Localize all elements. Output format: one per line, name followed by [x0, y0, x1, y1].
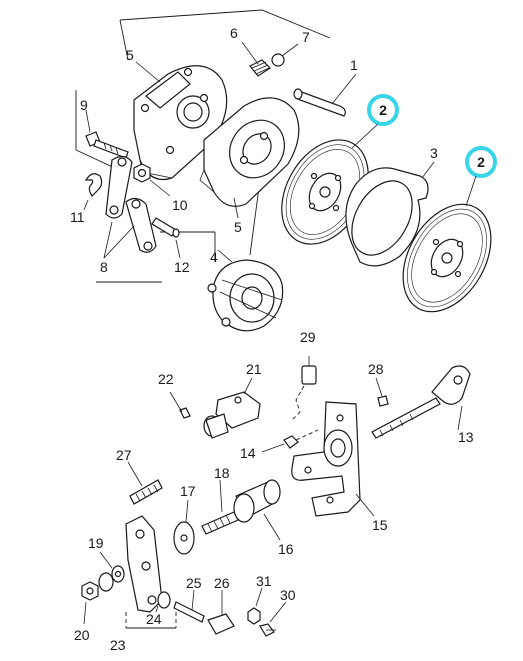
bolt-part-28: [375, 377, 389, 407]
caliper-half-rear: [133, 65, 228, 181]
callout-24: 24: [146, 611, 162, 627]
callout-21: 21: [246, 361, 262, 377]
callout-15: 15: [372, 517, 388, 533]
friction-disc-right: [402, 203, 492, 313]
callout-20: 20: [74, 627, 90, 643]
callout-12: 12: [174, 259, 190, 275]
callout-3: 3: [430, 145, 438, 161]
spring-part-27: [127, 461, 163, 505]
callout-9: 9: [80, 97, 88, 113]
nut-washer-19-20: [81, 551, 125, 625]
lever-part: [125, 515, 177, 629]
callout-25: 25: [186, 575, 202, 591]
caliper-assembly: [207, 249, 284, 332]
bolt-part-22: [169, 391, 191, 419]
bracket-part: [291, 401, 375, 517]
callout-30: 30: [280, 587, 296, 603]
callout-10: 10: [172, 197, 188, 213]
callout-2-left: 2: [379, 102, 387, 118]
cotter-pin: [83, 173, 103, 211]
callout-1: 1: [350, 57, 358, 73]
callout-6: 6: [230, 25, 238, 41]
bolt-part: [85, 109, 129, 159]
push-rod: [371, 365, 471, 439]
callout-18: 18: [214, 465, 230, 481]
caliper-half-front: [199, 97, 300, 207]
pin-part-12: [151, 217, 181, 259]
plate-part-26: [207, 590, 235, 635]
sensor-part-29: [291, 356, 317, 421]
callout-2-highlight-left: 2: [351, 94, 399, 149]
backing-plate: [345, 167, 429, 267]
callout-29: 29: [300, 329, 316, 345]
callout-23: 23: [110, 637, 126, 653]
callout-28: 28: [368, 361, 384, 377]
callout-2-right: 2: [477, 154, 485, 170]
callout-17: 17: [180, 483, 196, 499]
callout-19: 19: [88, 535, 104, 551]
callout-14: 14: [240, 445, 256, 461]
callout-4: 4: [210, 249, 218, 265]
cylinder-body: [203, 377, 261, 439]
spring-part-18: [201, 479, 239, 535]
callout-7: 7: [302, 29, 310, 45]
callout-5-top: 5: [126, 47, 134, 63]
link-arms: [103, 155, 157, 259]
pin-part-25: [173, 589, 205, 623]
piston-part: [233, 479, 281, 541]
nut-bolt-30-31: [247, 587, 287, 637]
callout-16: 16: [278, 541, 294, 557]
pin-part: [293, 73, 357, 117]
bolt-part-14: [261, 429, 319, 453]
callout-8: 8: [100, 259, 108, 275]
nut-part-10: [133, 163, 171, 197]
callout-2-highlight-right: 2: [465, 146, 497, 207]
callout-13: 13: [458, 429, 474, 445]
callout-22: 22: [158, 371, 174, 387]
washer-disc-17: [173, 499, 195, 555]
spring-and-ball: [241, 41, 299, 77]
callout-11: 11: [70, 209, 85, 225]
bushing-part: [155, 591, 171, 613]
callout-labels: 1 2 2 3 4 5 5 6 7 8 9 10 11 12 13 14 15 …: [70, 25, 497, 653]
callout-5-mid: 5: [234, 219, 242, 235]
callout-31: 31: [256, 573, 272, 589]
callout-26: 26: [214, 575, 230, 591]
callout-27: 27: [116, 447, 132, 463]
